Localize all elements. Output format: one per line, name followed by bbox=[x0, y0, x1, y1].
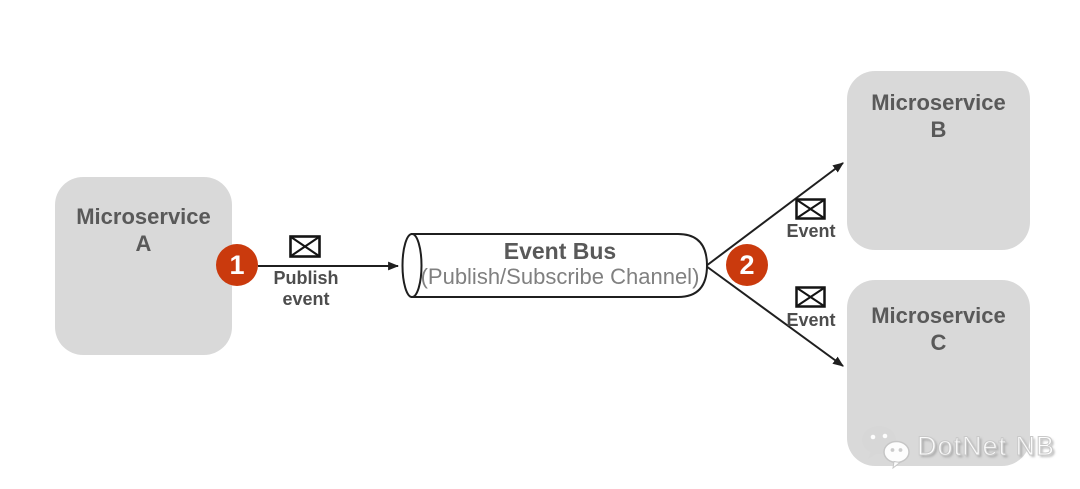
microservice-a-label-line1: Microservice bbox=[76, 204, 211, 229]
envelope-icon bbox=[795, 286, 826, 308]
microservice-b-label-line2: B bbox=[930, 117, 947, 142]
event-bus-title: Event Bus bbox=[503, 238, 617, 264]
microservice-b-box: Microservice B bbox=[847, 71, 1030, 250]
watermark: DotNet NB bbox=[860, 423, 1056, 470]
event-bus-text: Event Bus (Publish/Subscribe Channel) bbox=[414, 239, 706, 290]
wechat-icon bbox=[860, 423, 912, 470]
publish-event-label-line2: event bbox=[282, 289, 330, 309]
microservice-a-label-line2: A bbox=[135, 231, 152, 256]
microservice-a-box: Microservice A bbox=[55, 177, 232, 355]
step-2-number: 2 bbox=[739, 250, 755, 280]
step-1-badge: 1 bbox=[216, 244, 258, 286]
publish-event-label: Publish event bbox=[258, 268, 354, 310]
step-1-number: 1 bbox=[229, 250, 245, 280]
step-2-badge: 2 bbox=[726, 244, 768, 286]
event-label-to-b: Event bbox=[786, 221, 836, 241]
event-label-to-c: Event bbox=[786, 310, 836, 330]
envelope-icon bbox=[795, 198, 826, 220]
microservice-c-label-line2: C bbox=[930, 330, 947, 355]
microservice-b-label-line1: Microservice bbox=[871, 90, 1006, 115]
event-bus-subtitle: (Publish/Subscribe Channel) bbox=[420, 264, 700, 289]
microservice-c-label-line1: Microservice bbox=[871, 303, 1006, 328]
watermark-text: DotNet NB bbox=[916, 430, 1056, 461]
publish-event-label-line1: Publish bbox=[273, 268, 339, 288]
envelope-icon bbox=[289, 235, 321, 258]
